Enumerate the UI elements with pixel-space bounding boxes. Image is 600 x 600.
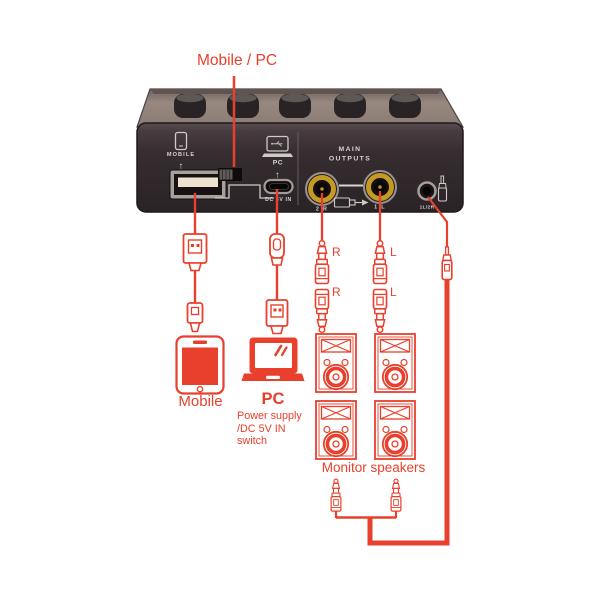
jack-label-l-bottom: L (390, 285, 397, 299)
speaker-icon (314, 332, 358, 394)
mini-jack-plug-icon (441, 246, 453, 281)
cable-1l (372, 191, 388, 334)
y-cable-1l2r (330, 196, 453, 546)
usb-cable-pc (265, 189, 289, 335)
cable-2r (314, 193, 330, 334)
mini-jack-1l2r-socket (417, 181, 437, 201)
pc-sub-line: switch (237, 435, 267, 448)
jack-plug-icon (314, 288, 330, 334)
jack-label-r-bottom: R (332, 285, 341, 299)
mobile-label: Mobile (178, 393, 223, 410)
jack-plug-icon (330, 478, 342, 512)
pc-sub-text: Power supply /DC 5V IN switch (237, 410, 329, 448)
pc-label: PC (261, 390, 285, 408)
phone-glyph-icon (174, 131, 188, 151)
usb-a-port (169, 169, 227, 200)
jack-plug-icon (390, 478, 402, 512)
knob (279, 93, 311, 118)
main-outputs-section: MAIN OUTPUTS (305, 146, 448, 213)
mobile-port-label: MOBILE (167, 152, 195, 158)
main-outputs-label-2: OUTPUTS (329, 156, 371, 163)
main-outputs-label-1: MAIN (339, 146, 362, 153)
jack-label-r-top: R (332, 245, 341, 259)
mobile-pc-label: Mobile / PC (196, 52, 278, 69)
usb-a-connector-icon (182, 233, 208, 272)
dc-in-label: DC 5V IN (265, 197, 292, 203)
jack-plug-icon (372, 288, 388, 334)
up-arrow-icon: ↑ (179, 161, 184, 172)
device-knobs (174, 93, 421, 118)
output-jack-2r (305, 172, 339, 206)
usb-a-connector-icon (265, 299, 289, 335)
knob (389, 93, 421, 118)
pc-port-label: PC (273, 160, 283, 167)
pc-sub-line: /DC 5V IN (237, 422, 286, 435)
micro-usb-connector-icon (186, 302, 204, 333)
pc-port-section: PC ↑ DC 5V IN (262, 135, 294, 203)
audio-interface-device: MOBILE ↑ (136, 88, 465, 213)
knob (174, 93, 206, 118)
mini-plug-glyph-icon (437, 175, 448, 202)
mode-slide-switch (215, 168, 274, 199)
pc-sub-line: Power supply (237, 410, 302, 422)
jack-plug-icon (372, 239, 388, 285)
speaker-icon (373, 399, 417, 461)
knob (334, 93, 366, 118)
output-mini-label: 1L/2R (420, 205, 435, 211)
laptop-icon (241, 337, 305, 381)
usb-c-connector-icon (269, 233, 285, 266)
jack-label-l-top: L (390, 245, 397, 259)
usb-c-port (263, 178, 294, 195)
mobile-port-section: MOBILE ↑ (167, 131, 227, 200)
speaker-icon (373, 332, 417, 394)
horizontal-jack-plug-glyph-icon (333, 197, 369, 208)
usb-cable-mobile (182, 193, 208, 333)
phone-icon (175, 335, 225, 395)
monitor-speakers-label: Monitor speakers (321, 460, 426, 475)
jack-plug-icon (314, 239, 330, 285)
laptop-glyph-icon (262, 135, 293, 157)
up-arrow-icon: ↑ (275, 170, 280, 181)
